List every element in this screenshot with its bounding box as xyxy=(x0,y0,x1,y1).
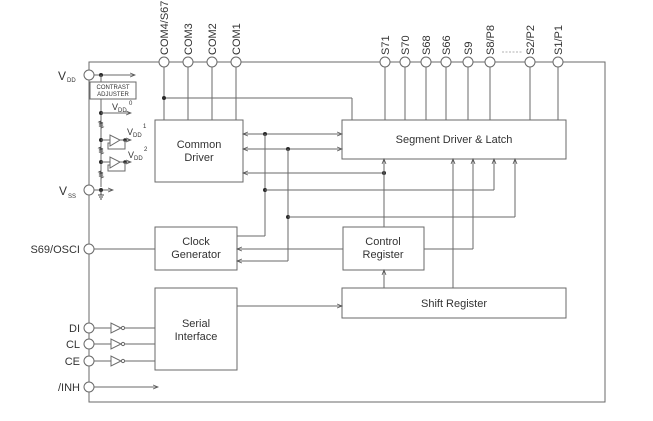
input-buffer-ce xyxy=(110,355,123,367)
pin-vdd xyxy=(83,69,95,81)
contrast-adjuster-label-2: ADJUSTER xyxy=(97,92,129,98)
label-vdd2: V xyxy=(128,150,134,160)
label-vss-sub: SS xyxy=(68,194,76,200)
control-register-label-2: Register xyxy=(363,249,404,261)
label-vdd1: V xyxy=(127,127,133,137)
contrast-adjuster-block xyxy=(89,81,137,100)
label-inh: /INH xyxy=(58,382,80,394)
pin-s71 xyxy=(379,56,391,68)
label-s66: S66 xyxy=(441,35,453,55)
pin-s8 xyxy=(484,56,496,68)
label-s8: S8/P8 xyxy=(485,25,497,55)
chip-outline xyxy=(88,61,606,403)
pin-s9 xyxy=(462,56,474,68)
label-s68: S68 xyxy=(421,35,433,55)
label-vdd0-sub: DD xyxy=(118,108,127,114)
com-pins: COM4/S67 COM3 COM2 COM1 xyxy=(158,1,243,120)
common-driver-label-1: Common xyxy=(177,139,222,151)
ground-icon xyxy=(98,190,104,200)
pin-di xyxy=(83,322,95,334)
pin-osci xyxy=(83,243,95,255)
input-buffer-di xyxy=(110,322,123,334)
shift-register-block xyxy=(341,287,567,319)
serial-interface-label-1: Serial xyxy=(182,318,210,330)
clock-generator-block xyxy=(154,226,238,271)
label-osci: S69/OSCI xyxy=(30,244,80,256)
label-ce: CE xyxy=(65,356,80,368)
input-buffer-cl xyxy=(110,338,123,350)
segment-driver-block xyxy=(341,119,567,160)
clock-generator-label-1: Clock xyxy=(182,236,210,248)
seg-pins: S71 S70 S68 S66 S9 S8/P8 S2/P2 S1/P1 xyxy=(379,25,565,120)
label-s9: S9 xyxy=(463,42,475,55)
label-cl: CL xyxy=(66,339,80,351)
label-com4: COM4/S67 xyxy=(159,1,171,55)
label-s71: S71 xyxy=(380,35,392,55)
pin-s70 xyxy=(399,56,411,68)
label-vdd0-sup: 0 xyxy=(129,101,133,107)
label-com3: COM3 xyxy=(183,23,195,55)
bus-wires xyxy=(94,96,515,306)
serial-interface-block xyxy=(154,287,238,371)
control-register-label-1: Control xyxy=(365,236,400,248)
pin-com3 xyxy=(182,56,194,68)
label-vdd-sub: DD xyxy=(67,78,76,84)
serial-interface-label-2: Interface xyxy=(175,331,218,343)
pin-s68 xyxy=(420,56,432,68)
pin-inh xyxy=(83,381,95,393)
label-vdd2-sup: 2 xyxy=(144,147,148,153)
common-driver-label-2: Driver xyxy=(184,152,214,164)
label-com2: COM2 xyxy=(207,23,219,55)
pin-vss xyxy=(83,184,95,196)
clock-generator-label-2: Generator xyxy=(171,249,221,261)
pin-s66 xyxy=(440,56,452,68)
segment-driver-label: Segment Driver & Latch xyxy=(396,134,513,146)
pin-ce xyxy=(83,355,95,367)
pin-com1 xyxy=(230,56,242,68)
pin-com4 xyxy=(158,56,170,68)
pin-com2 xyxy=(206,56,218,68)
pin-cl xyxy=(83,338,95,350)
label-di: DI xyxy=(69,323,80,335)
label-vdd0: V xyxy=(112,102,118,112)
label-s70: S70 xyxy=(400,35,412,55)
contrast-adjuster-label-1: CONTRAST xyxy=(97,85,130,91)
pin-s1 xyxy=(552,56,564,68)
shift-register-label: Shift Register xyxy=(421,298,487,310)
label-s2: S2/P2 xyxy=(525,25,537,55)
label-vdd: V xyxy=(58,69,66,83)
label-s1: S1/P1 xyxy=(553,25,565,55)
label-vdd2-sub: DD xyxy=(134,156,143,162)
label-vdd1-sub: DD xyxy=(133,133,142,139)
common-driver-block xyxy=(154,119,244,183)
label-vdd1-sup: 1 xyxy=(143,124,147,130)
pin-s2 xyxy=(524,56,536,68)
label-vss: V xyxy=(59,184,67,198)
left-pins: V DD CONTRAST ADJUSTER V DD 0 V DD 1 xyxy=(30,69,158,394)
label-com1: COM1 xyxy=(231,23,243,55)
